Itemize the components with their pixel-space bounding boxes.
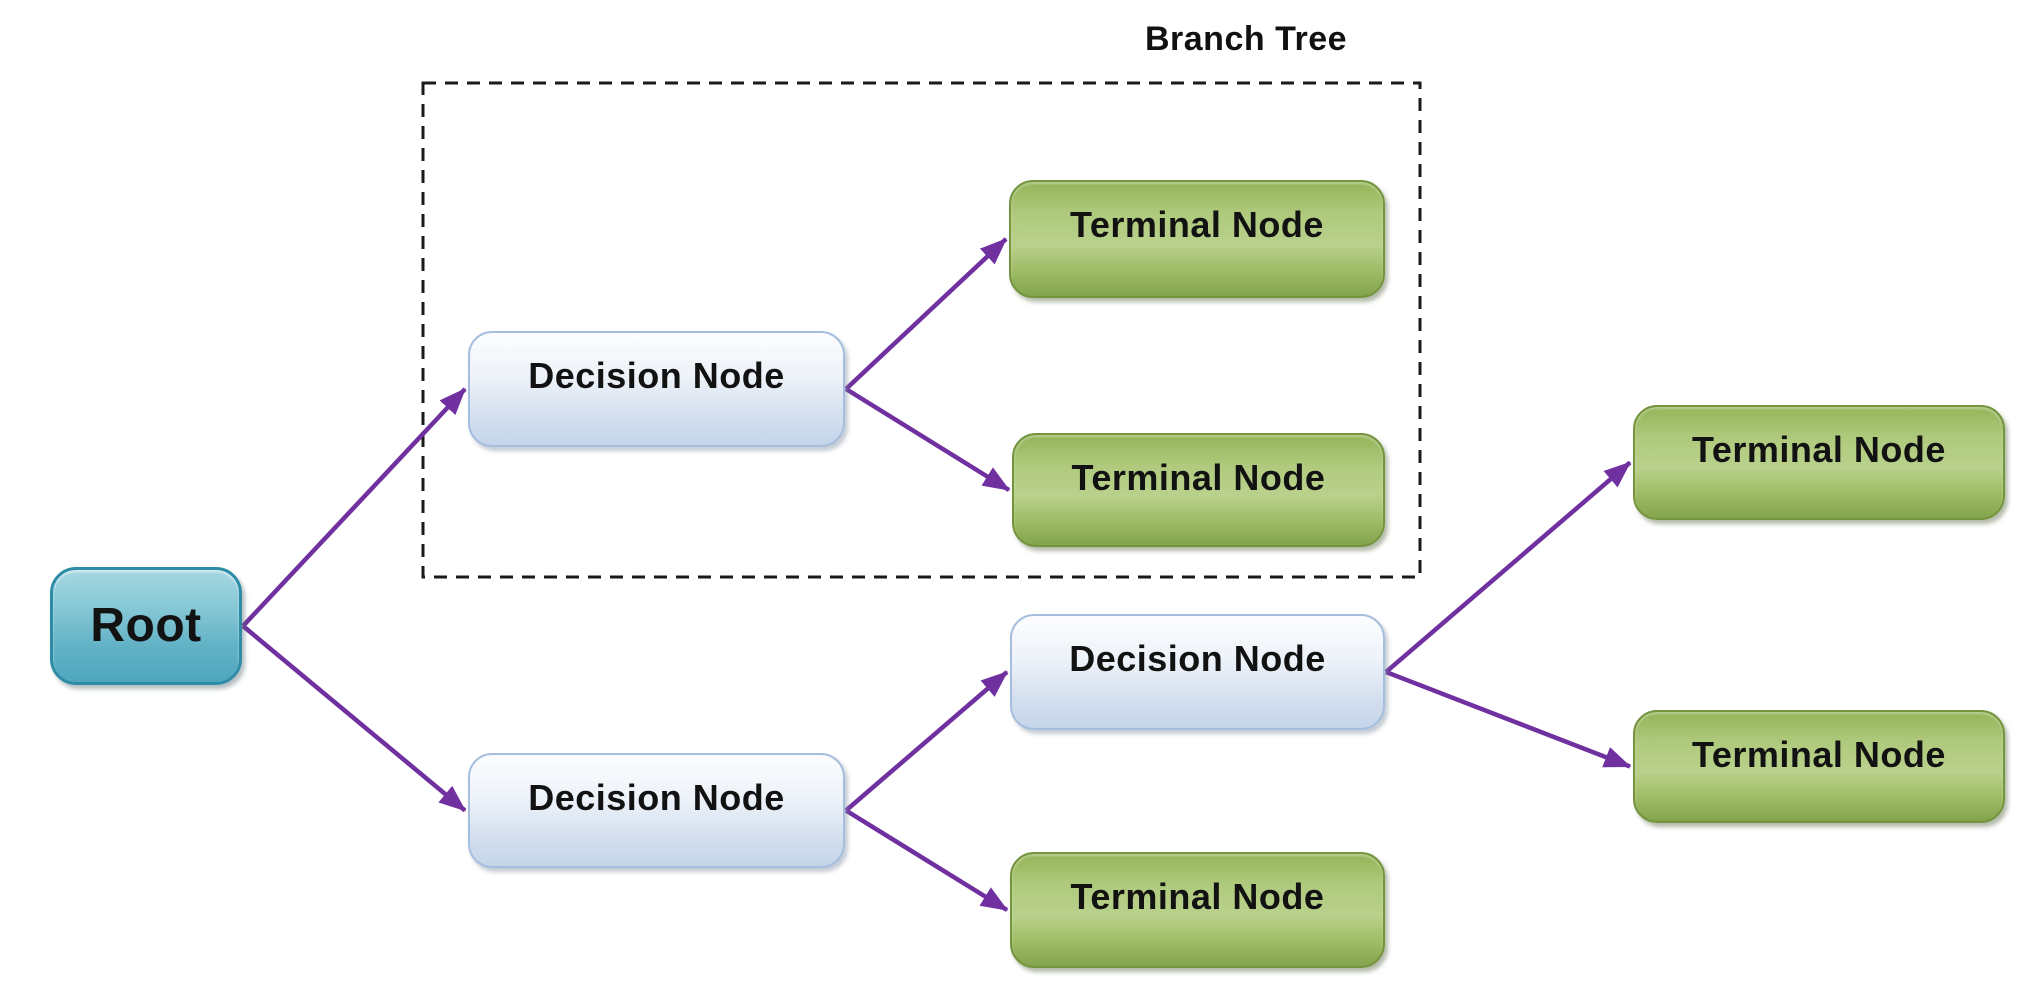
branch-tree-boundary: [421, 81, 1422, 579]
edge-root-to-decision-top: [241, 387, 467, 628]
node-root-label: Root: [90, 599, 202, 652]
node-terminal-top-2: Terminal Node: [1012, 433, 1385, 547]
node-terminal-right-1: Terminal Node: [1633, 405, 2005, 520]
node-terminal-bottom: Terminal Node: [1010, 852, 1385, 968]
edge-decision-right-to-terminal-right-2: [1385, 669, 1632, 769]
edge-decision-top-to-terminal-top-1: [844, 237, 1008, 391]
node-decision-right-label: Decision Node: [1069, 638, 1326, 679]
node-decision-bottom-label: Decision Node: [528, 777, 785, 818]
node-root: Root: [50, 567, 242, 685]
node-terminal-top-1: Terminal Node: [1009, 180, 1385, 298]
node-decision-top-label: Decision Node: [528, 355, 785, 396]
node-terminal-top-2-label: Terminal Node: [1071, 457, 1326, 498]
edge-decision-right-to-terminal-right-1: [1384, 460, 1632, 674]
edge-decision-bottom-to-terminal-bottom: [844, 808, 1009, 912]
node-terminal-right-2: Terminal Node: [1633, 710, 2005, 823]
node-terminal-right-1-label: Terminal Node: [1692, 429, 1946, 470]
edge-root-to-decision-bottom: [241, 624, 467, 813]
node-terminal-bottom-label: Terminal Node: [1070, 876, 1325, 917]
edge-decision-bottom-to-decision-right: [844, 670, 1009, 813]
node-terminal-right-2-label: Terminal Node: [1692, 734, 1946, 775]
node-decision-right: Decision Node: [1010, 614, 1385, 730]
node-terminal-top-1-label: Terminal Node: [1070, 204, 1324, 245]
node-decision-bottom: Decision Node: [468, 753, 845, 868]
node-decision-top: Decision Node: [468, 331, 845, 447]
branch-tree-label: Branch Tree: [1144, 20, 1348, 58]
edge-decision-top-to-terminal-top-2: [844, 387, 1011, 492]
